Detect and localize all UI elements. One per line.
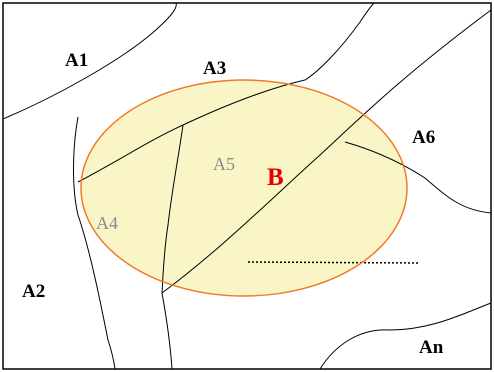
boundary-an (319, 302, 492, 370)
dotted-line (247, 261, 419, 264)
ellipse-b-outline (80, 79, 408, 297)
boundary-a5-diagonal (161, 9, 492, 294)
boundary-a2-a4 (73, 116, 116, 370)
boundary-a4-a5 (161, 124, 184, 370)
label-a5: A5 (213, 154, 235, 174)
label-a3: A3 (203, 58, 226, 79)
boundary-a1 (2, 2, 177, 120)
boundary-a6 (344, 141, 492, 214)
label-an: An (419, 337, 444, 358)
label-a4: A4 (96, 213, 118, 233)
label-a2: A2 (22, 281, 45, 302)
ellipse-b-fill (81, 80, 407, 296)
label-a6: A6 (412, 127, 435, 148)
label-b: B (267, 164, 284, 191)
label-a1: A1 (65, 50, 88, 71)
